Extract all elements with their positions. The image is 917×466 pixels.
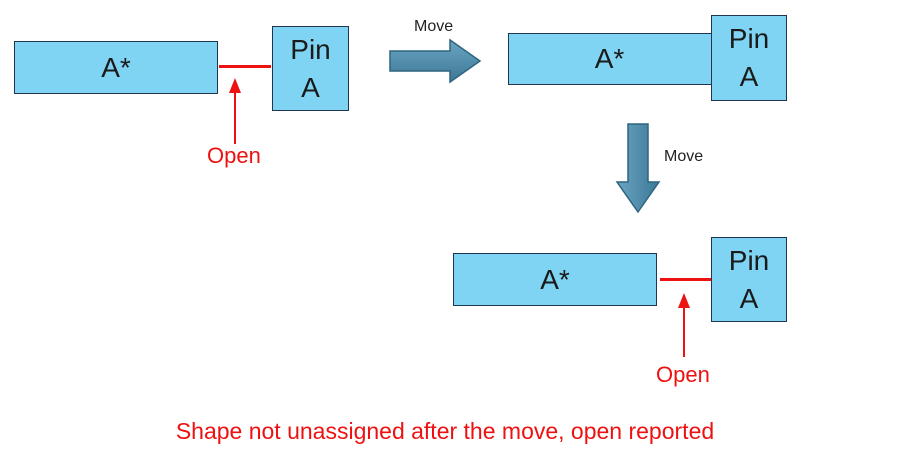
open-label-after: Open — [656, 362, 710, 387]
shape-a-star-moved: A* — [508, 33, 721, 85]
open-line-after — [660, 278, 711, 281]
pin-a-moved: Pin A — [711, 15, 787, 101]
pin-label-line1: Pin — [728, 23, 770, 54]
shape-label: A* — [540, 263, 570, 295]
shape-a-star-after: A* — [453, 253, 657, 306]
open-label-before: Open — [207, 143, 261, 168]
move-down-label: Move — [664, 148, 704, 165]
move-down-arrow-icon — [615, 123, 661, 214]
pin-a-after: Pin A — [711, 237, 787, 322]
move-right-label: Move — [414, 18, 454, 35]
pin-label-line2: A — [739, 282, 759, 314]
shape-label: A* — [594, 43, 625, 74]
pin-label-line2: A — [301, 71, 320, 103]
open-line-before — [219, 65, 271, 68]
pin-label-line1: Pin — [290, 33, 331, 65]
pin-a-before: Pin A — [272, 26, 349, 111]
move-right-arrow-icon — [389, 38, 482, 84]
diagram-caption: Shape not unassigned after the move, ope… — [175, 418, 715, 444]
pin-label-line1: Pin — [728, 244, 770, 276]
shape-label: A* — [101, 51, 131, 83]
shape-a-star-before: A* — [14, 41, 218, 94]
pin-label-line2: A — [739, 61, 759, 92]
